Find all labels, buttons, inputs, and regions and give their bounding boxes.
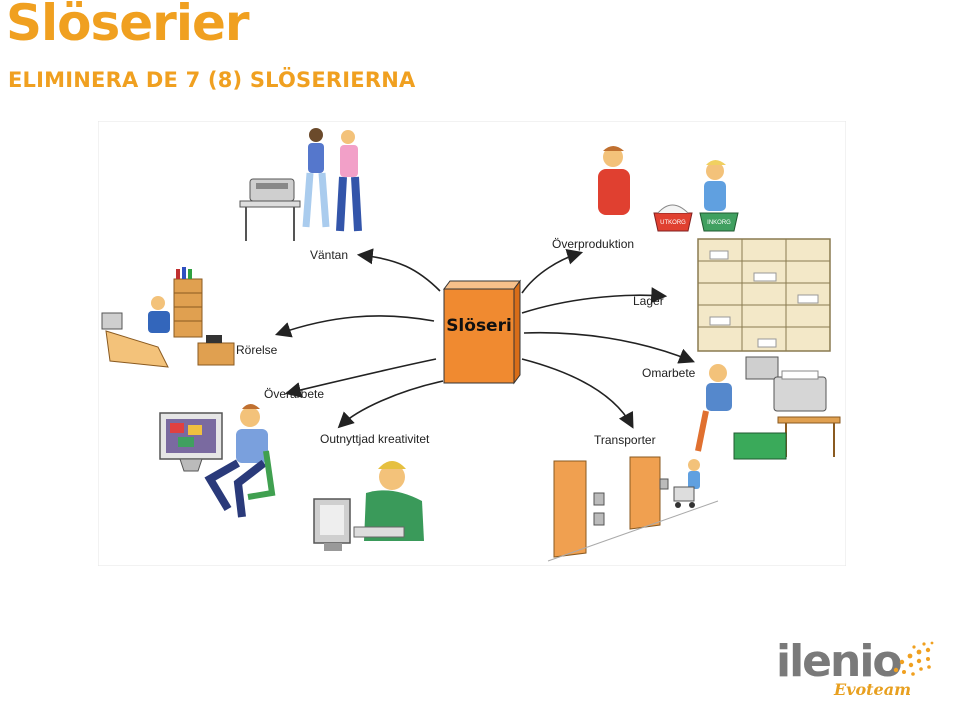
illustration-outnyttjad xyxy=(313,461,424,551)
label-vantan: Väntan xyxy=(310,248,348,262)
logo-subtitle: Evoteam xyxy=(834,680,912,699)
book-title: Slöseri xyxy=(446,316,512,336)
label-outnyttjad: Outnyttjad kreativitet xyxy=(320,432,430,446)
center-book: Slöseri xyxy=(443,279,521,385)
illustration-omarbete xyxy=(695,356,841,460)
illustration-overarbete xyxy=(159,404,276,518)
label-overarbete: Överarbete xyxy=(264,387,324,401)
logo-dots-icon xyxy=(893,641,934,676)
arrow-outnyttjad xyxy=(337,380,444,429)
arrows xyxy=(274,248,695,429)
label-lager: Lager xyxy=(633,294,664,308)
label-omarbete: Omarbete xyxy=(642,366,696,380)
arrow-rorelse xyxy=(274,315,435,338)
illustration-transporter xyxy=(547,456,719,562)
box-utkorg: UTKORG xyxy=(660,220,686,226)
illustration-vantan xyxy=(239,128,362,241)
arrow-transporter xyxy=(521,358,634,429)
company-logo: ilenio Evoteam xyxy=(776,640,936,704)
arrow-vantan xyxy=(356,248,441,292)
arrow-omarbete xyxy=(523,331,695,364)
label-overproduktion: Överproduktion xyxy=(552,237,634,251)
label-rorelse: Rörelse xyxy=(236,343,278,357)
label-transporter: Transporter xyxy=(594,433,656,447)
waste-diagram-svg: Slöseri Väntan Rörelse Överarbete Outnyt… xyxy=(98,121,846,566)
box-inkorg: INKORG xyxy=(707,220,731,226)
illustration-rorelse xyxy=(101,267,235,368)
logo-wordmark: ilenio xyxy=(776,636,903,687)
page-title: Slöserier xyxy=(6,0,250,52)
arrow-overarbete xyxy=(284,358,437,398)
illustration-lager xyxy=(697,238,831,352)
arrow-lager xyxy=(521,287,668,314)
page-subtitle: ELIMINERA DE 7 (8) SLÖSERIERNA xyxy=(8,68,416,92)
arrow-overproduktion xyxy=(521,249,584,294)
waste-diagram: Slöseri Väntan Rörelse Överarbete Outnyt… xyxy=(98,121,846,566)
illustration-overproduktion: UTKORG INKORG xyxy=(598,146,739,232)
